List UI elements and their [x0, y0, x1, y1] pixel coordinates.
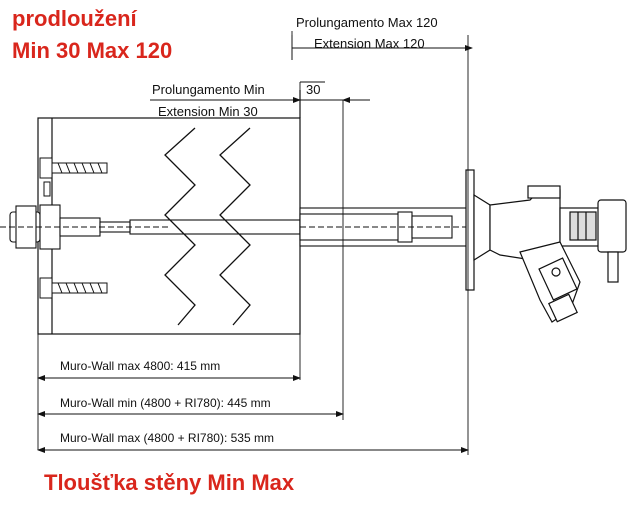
title-extension: prodloužení	[12, 6, 137, 31]
title-extension-range: Min 30 Max 120	[12, 38, 173, 63]
anchor-bolts	[39, 157, 108, 299]
valve-body	[489, 185, 627, 323]
wall-section	[37, 90, 301, 335]
label-wall-max-535: Muro-Wall max (4800 + RI780): 535 mm	[60, 431, 274, 445]
label-extension-max-en: Extension Max 120	[314, 36, 425, 51]
break-lines	[164, 127, 251, 326]
dim-wall-lines	[37, 375, 469, 453]
label-wall-min-445: Muro-Wall min (4800 + RI780): 445 mm	[60, 396, 271, 410]
label-wall-max-415: Muro-Wall max 4800: 415 mm	[60, 359, 221, 373]
label-extension-max-it: Prolungamento Max 120	[296, 15, 438, 30]
flange-plate	[465, 169, 491, 291]
dim-extension-max	[291, 31, 473, 60]
rod-assembly	[0, 204, 301, 250]
label-extension-min-en: Extension Min 30	[158, 104, 258, 119]
reference-lines	[37, 35, 469, 455]
label-extension-min-value: 30	[306, 82, 321, 97]
title-wall-thickness: Tloušťka stěny Min Max	[44, 470, 295, 495]
extension-tube	[299, 207, 540, 247]
dim-extension-min	[150, 81, 370, 103]
label-extension-min-it: Prolungamento Min	[152, 82, 265, 97]
